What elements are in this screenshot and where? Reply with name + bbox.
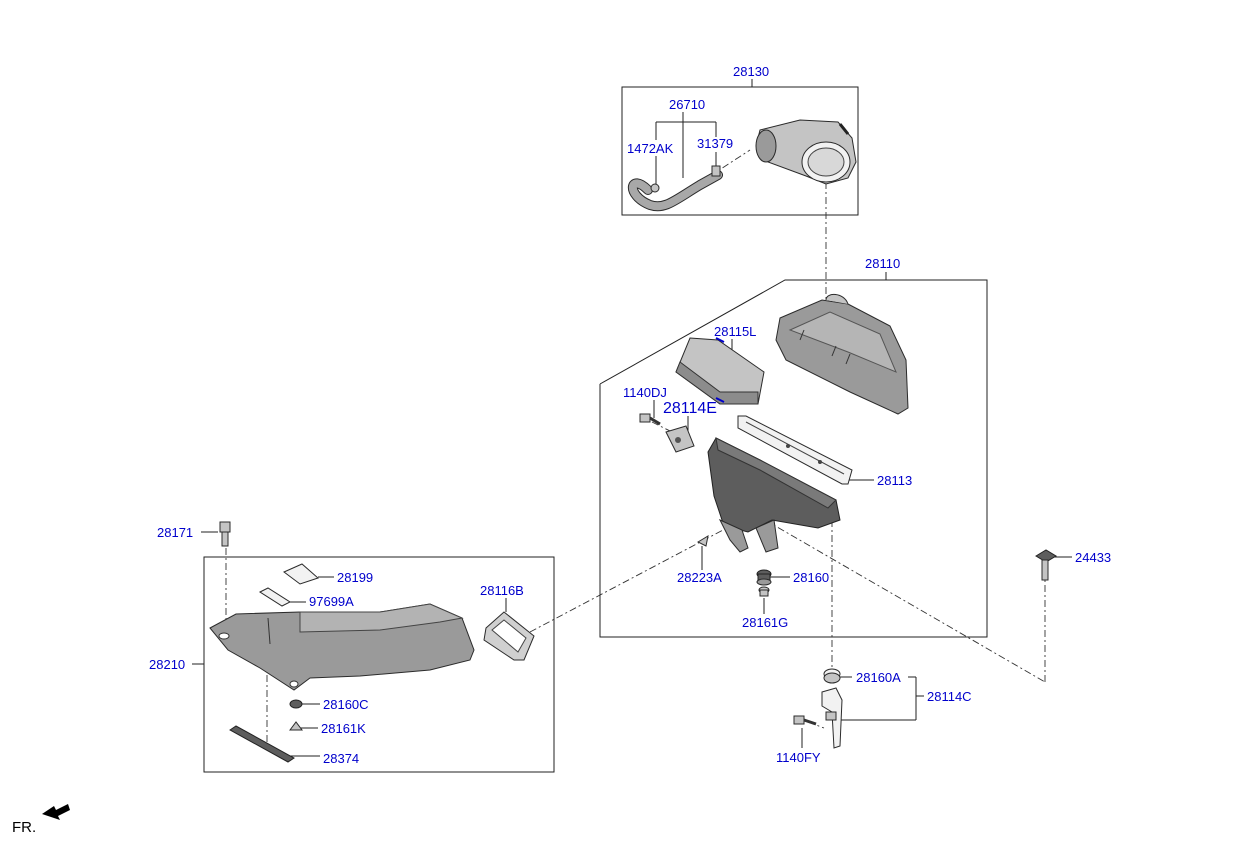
bolt-24433-part[interactable] (1035, 549, 1057, 581)
label-28113[interactable]: 28113 (877, 473, 912, 488)
label-26710[interactable]: 26710 (669, 97, 705, 112)
label-28199[interactable]: 28199 (337, 570, 373, 585)
label-28161k[interactable]: 28161K (321, 721, 366, 736)
bolt-28223a-part[interactable] (696, 534, 709, 547)
label-28114e[interactable]: 28114E (663, 400, 717, 417)
label-28110[interactable]: 28110 (865, 256, 900, 271)
collar-28161g-part[interactable] (758, 586, 770, 597)
label-28374[interactable]: 28374 (323, 751, 359, 766)
label-97699a[interactable]: 97699A (309, 594, 354, 609)
label-1140fy[interactable]: 1140FY (776, 750, 821, 765)
label-28115l[interactable]: 28115L (714, 324, 756, 339)
label-28223a[interactable]: 28223A (677, 570, 722, 585)
gasket-28116b-part[interactable] (483, 611, 535, 661)
label-28160a[interactable]: 28160A (856, 670, 901, 685)
strip-97699a-part[interactable] (258, 587, 292, 607)
grommet-28160-part[interactable] (756, 569, 772, 586)
air-cleaner-cover-part[interactable] (775, 294, 909, 415)
bolt-1140dj-part[interactable] (639, 413, 661, 426)
grommet-28160a-part[interactable] (823, 668, 841, 684)
label-1140dj[interactable]: 1140DJ (623, 385, 667, 400)
grommet-28160c-part[interactable] (289, 699, 303, 709)
label-1472ak[interactable]: 1472AK (627, 141, 674, 156)
label-28210[interactable]: 28210 (149, 657, 185, 672)
label-28130[interactable]: 28130 (733, 64, 769, 79)
leader-lines (192, 79, 1072, 757)
bracket-28114c-part[interactable] (821, 687, 843, 749)
label-28116b[interactable]: 28116B (480, 583, 524, 598)
label-28161g[interactable]: 28161G (742, 615, 788, 630)
front-direction-arrow-icon (42, 804, 70, 820)
bolt-1140fy-part[interactable] (793, 715, 817, 726)
label-24433[interactable]: 24433 (1075, 550, 1111, 565)
front-direction-label: FR. (12, 819, 36, 836)
air-filter-element-part[interactable] (675, 337, 765, 405)
label-28160c[interactable]: 28160C (323, 697, 369, 712)
label-28160[interactable]: 28160 (793, 570, 829, 585)
label-31379[interactable]: 31379 (697, 136, 733, 151)
label-28171[interactable]: 28171 (157, 525, 193, 540)
collar-28161k-part[interactable] (289, 721, 303, 731)
air-cleaner-body-part[interactable] (707, 437, 841, 553)
bolt-28171-part[interactable] (219, 521, 231, 547)
label-28199-part[interactable] (283, 563, 319, 585)
breather-hose-part[interactable] (627, 165, 723, 212)
air-intake-duct-part[interactable] (209, 603, 475, 691)
bracket-28114e-part[interactable] (665, 425, 695, 453)
intake-resonator-part[interactable] (755, 119, 857, 185)
seal-strip-part[interactable] (737, 415, 853, 485)
label-28114c[interactable]: 28114C (927, 689, 972, 704)
foam-strip-28374-part[interactable] (229, 725, 295, 763)
group-box-28130 (621, 86, 859, 216)
